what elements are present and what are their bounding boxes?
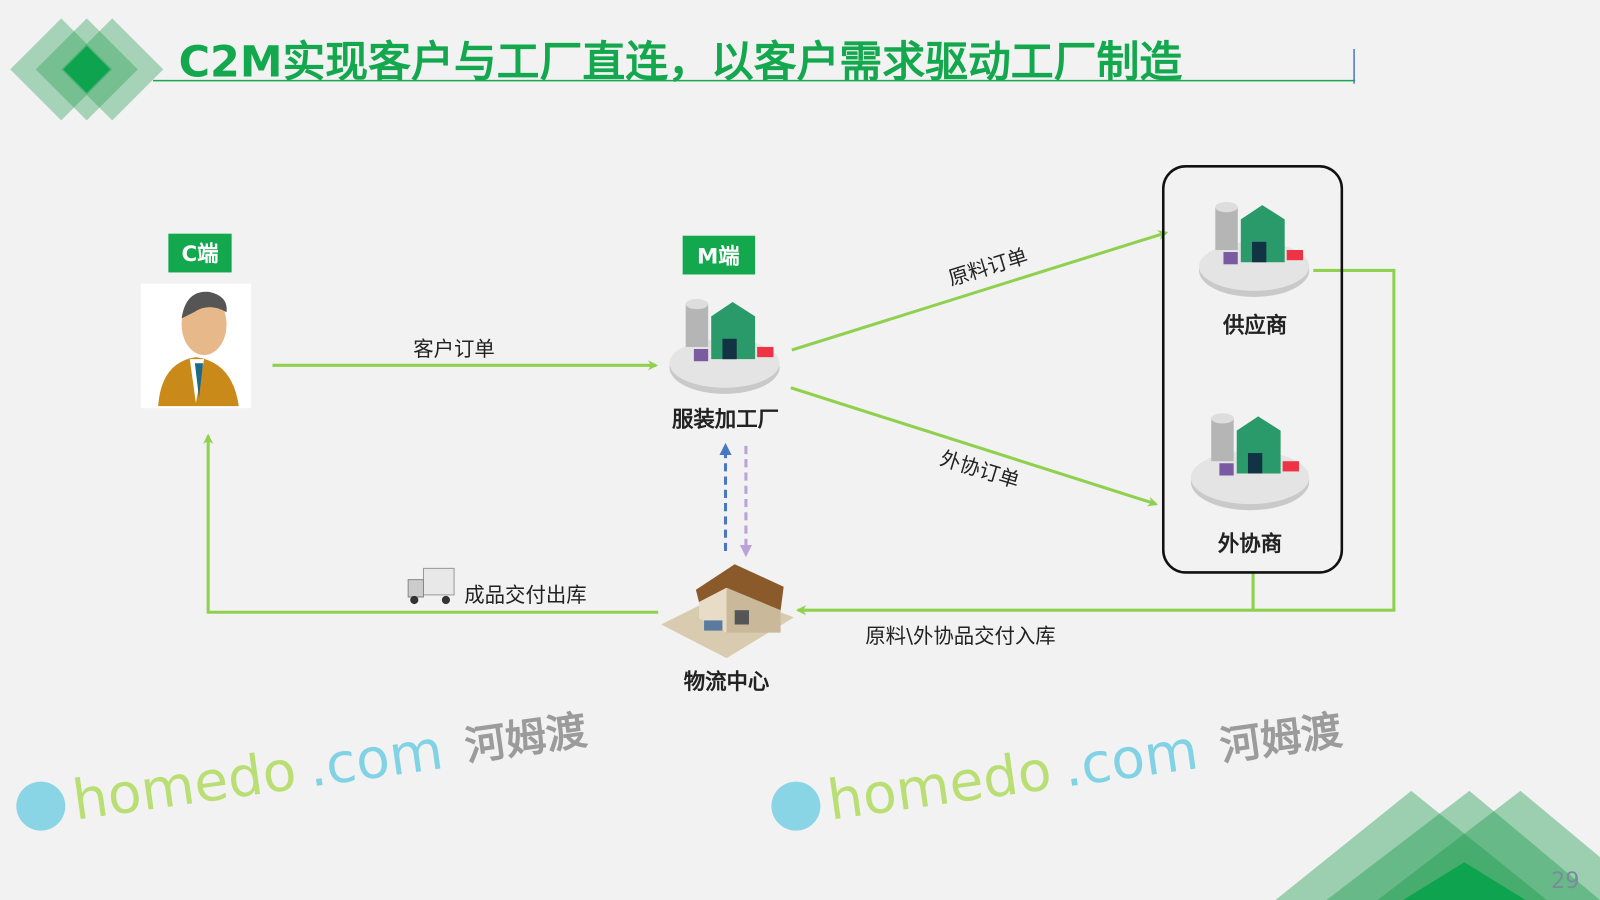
c-side-tag-label: C端 <box>181 242 218 267</box>
flow-arrows <box>203 230 1396 616</box>
watermark-layer: homedo .com 河姆渡 homedo .com 河姆渡 <box>16 706 1345 833</box>
svg-text:河姆渡: 河姆渡 <box>1217 706 1345 771</box>
bottom-right-triangle-decoration <box>1275 790 1600 900</box>
warehouse-icon <box>661 564 794 659</box>
m-side-tag <box>682 235 756 275</box>
arrow-inbound <box>795 268 1396 616</box>
m-side-tag-label: M端 <box>697 244 740 269</box>
svg-text:.com: .com <box>304 717 447 799</box>
top-left-diamond-decoration <box>10 18 164 121</box>
page-number: 29 <box>1551 868 1580 894</box>
garment-factory-icon <box>669 298 780 394</box>
supplier-factory-icon <box>1198 202 1310 297</box>
logistics-center-label: 物流中心 <box>684 669 770 695</box>
outsourcer-factory-icon <box>1190 413 1310 511</box>
label-outsource-order: 外协订单 <box>937 446 1022 493</box>
svg-text:homedo: homedo <box>824 738 1056 833</box>
svg-text:河姆渡: 河姆渡 <box>462 706 590 771</box>
label-material-order: 原料订单 <box>945 244 1030 291</box>
arrow-outbound <box>203 433 659 614</box>
supplier-label: 供应商 <box>1222 313 1287 339</box>
truck-icon <box>407 567 455 605</box>
outsourcer-label: 外协商 <box>1218 531 1282 557</box>
watermark-left: homedo .com 河姆渡 <box>16 706 590 833</box>
label-customer-order: 客户订单 <box>413 337 495 361</box>
label-inbound: 原料\外协品交付入库 <box>865 624 1055 648</box>
arrow-outsource-order <box>790 386 1159 507</box>
garment-factory-label: 服装加工厂 <box>672 408 779 433</box>
slide-title: C2M实现客户与工厂直连，以客户需求驱动工厂制造 <box>179 38 1183 88</box>
svg-text:homedo: homedo <box>69 738 301 833</box>
customer-person-icon <box>140 283 252 409</box>
supplier-group-box <box>1161 165 1344 574</box>
watermark-right: homedo .com 河姆渡 <box>771 706 1345 833</box>
svg-text:.com: .com <box>1059 717 1202 799</box>
label-outbound: 成品交付出库 <box>464 583 586 607</box>
c-side-tag <box>168 233 232 273</box>
arrow-material-order <box>791 230 1169 352</box>
